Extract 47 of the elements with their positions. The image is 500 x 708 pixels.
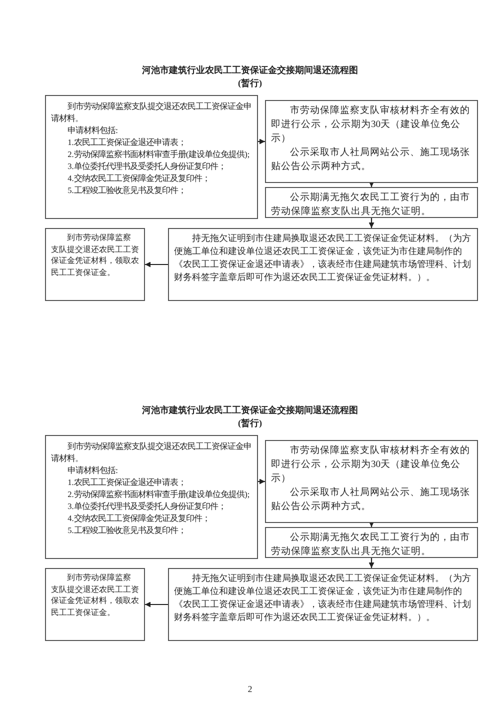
subtitle-text: (暂行) — [238, 417, 262, 430]
process-box — [168, 568, 478, 641]
process-box — [45, 435, 258, 559]
title-text: 河池市建筑行业农民工工资保证金交接期间退还流程图 — [142, 64, 358, 77]
box-text: 2.劳动保障监察书面材料审查手册(建设单位免提供); — [66, 149, 251, 162]
box-text: 4.交纳农民工工资保障金凭证及复印件； — [66, 513, 211, 526]
box-text: 2.劳动保障监察书面材料审查手册(建设单位免提供); — [66, 489, 251, 502]
box-text: 1.农民工工资保证金退还申请表； — [66, 137, 187, 150]
box-text: 持无拖欠证明到市住建局换取退还农民工工资保证金凭证材料。（为方便施工单位和建设单位退还农民工工资保证金，该凭证为市住建局制作的《农民工工资保证金退还申请表》，该表经市住建局建筑市场管理科、计划财务科签字盖章后即可作为退还农民工工资保证金凭证材料。）。 — [174, 572, 472, 624]
arrow — [145, 262, 168, 268]
process-box — [168, 228, 478, 301]
process-box — [265, 527, 478, 558]
box-text: 公示期满无拖欠农民工工资行为的，由市劳动保障监察支队出具无拖欠证明。 — [271, 191, 472, 219]
process-box — [45, 568, 145, 641]
process-box — [265, 440, 478, 523]
process-box — [45, 228, 145, 301]
box-text: 申请材料包括: — [66, 465, 119, 478]
box-text: 市劳动保障监察支队审核材料齐全有效的即进行公示，公示期为30天（建设单位免公示） — [271, 104, 472, 146]
box-text: 到市劳动保障监察支队提交退还农民工工资保证金凭证材料，领取农民工工资保证金。 — [51, 572, 139, 619]
box-text: 3.单位委托代理书及受委托人身份证复印件； — [66, 161, 227, 174]
box-text: 4.交纳农民工工资保障金凭证及复印件； — [66, 173, 211, 186]
subtitle-text: (暂行) — [238, 77, 262, 90]
process-box — [265, 100, 478, 183]
box-text: 5.工程竣工验收意见书及复印件； — [66, 185, 187, 198]
process-box — [45, 95, 258, 219]
box-text: 1.农民工工资保证金退还申请表； — [66, 477, 187, 490]
arrow — [368, 218, 374, 228]
box-text: 到市劳动保障监察支队提交退还农民工工资保证金申请材料。 — [51, 440, 252, 466]
arrow — [368, 522, 374, 527]
arrow — [258, 478, 265, 484]
box-text: 公示采取市人社局网站公示、施工现场张贴公告公示两种方式。 — [271, 486, 472, 514]
box-text: 公示期满无拖欠农民工工资行为的，由市劳动保障监察支队出具无拖欠证明。 — [271, 531, 472, 559]
arrow — [258, 138, 265, 144]
box-text: 到市劳动保障监察支队提交退还农民工工资保证金凭证材料，领取农民工工资保证金。 — [51, 232, 139, 279]
box-text: 市劳动保障监察支队审核材料齐全有效的即进行公示，公示期为30天（建设单位免公示） — [271, 444, 472, 486]
arrow — [368, 182, 374, 187]
box-text: 3.单位委托代理书及受委托人身份证复印件； — [66, 501, 227, 514]
process-box — [265, 187, 478, 218]
box-text: 持无拖欠证明到市住建局换取退还农民工工资保证金凭证材料。（为方便施工单位和建设单位退还农民工工资保证金，该凭证为市住建局制作的《农民工工资保证金退还申请表》，该表经市住建局建筑市场管理科、计划财务科签字盖章后即可作为退还农民工工资保证金凭证材料。）。 — [174, 232, 472, 284]
box-text: 申请材料包括: — [66, 125, 119, 138]
box-text: 5.工程竣工验收意见书及复印件； — [66, 525, 187, 538]
box-text: 到市劳动保障监察支队提交退还农民工工资保证金申请材料。 — [51, 100, 252, 126]
arrow — [368, 558, 374, 568]
page-number: 2 — [248, 684, 252, 694]
box-text: 公示采取市人社局网站公示、施工现场张贴公告公示两种方式。 — [271, 146, 472, 174]
arrow — [145, 602, 168, 608]
title-text: 河池市建筑行业农民工工资保证金交接期间退还流程图 — [142, 404, 358, 417]
